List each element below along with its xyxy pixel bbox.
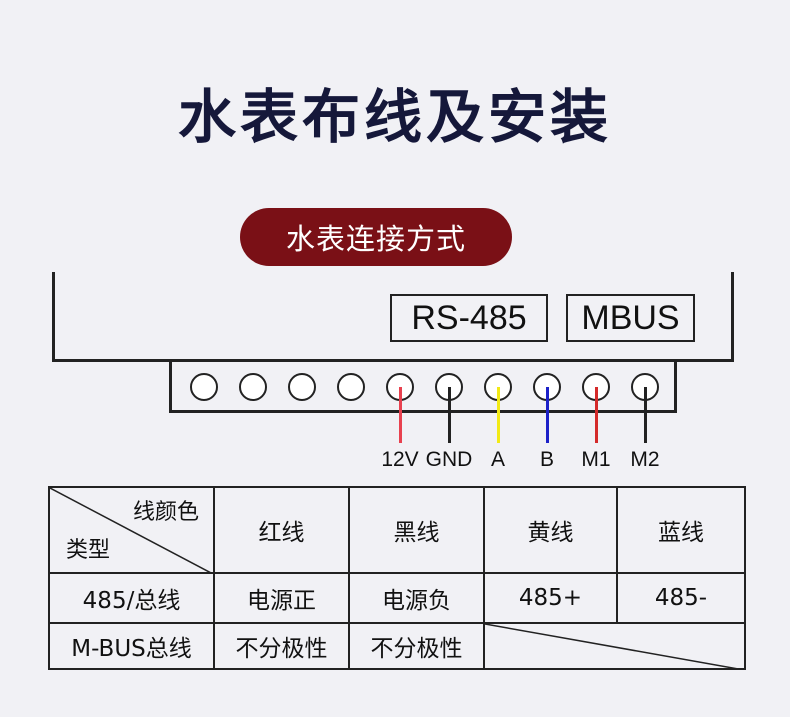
wire-m1 <box>595 387 598 443</box>
connection-method-badge: 水表连接方式 <box>240 208 512 266</box>
na-diagonal <box>485 624 744 670</box>
row-type-mbus: M-BUS总线 <box>48 622 215 670</box>
terminal-hole <box>337 373 365 401</box>
terminal-hole <box>239 373 267 401</box>
header-blue: 蓝线 <box>616 486 746 574</box>
wire-label-12v: 12V <box>381 448 419 471</box>
wire-m2 <box>644 387 647 443</box>
wire-b <box>546 387 549 443</box>
wire-12v <box>399 387 402 443</box>
cell-mbus-red: 不分极性 <box>213 622 350 670</box>
wire-label-gnd: GND <box>425 448 473 471</box>
table-corner-cell: 线颜色 类型 <box>48 486 215 574</box>
cell-485-yellow: 485+ <box>483 572 618 624</box>
corner-type-label: 类型 <box>66 538 111 563</box>
row-type-485: 485/总线 <box>48 572 215 624</box>
cell-mbus-na <box>483 622 746 670</box>
cell-485-blue: 485- <box>616 572 746 624</box>
wire-label-m2: M2 <box>630 448 660 471</box>
wire-a <box>497 387 500 443</box>
header-red: 红线 <box>213 486 350 574</box>
wire-label-b: B <box>539 448 555 471</box>
cell-485-black: 电源负 <box>348 572 485 624</box>
wire-label-a: A <box>490 448 506 471</box>
rs485-label: RS-485 <box>390 294 548 342</box>
wiring-table: 线颜色 类型 红线 黑线 黄线 蓝线 485/总线 电源正 电源负 485+ 4… <box>48 486 746 670</box>
cell-485-red: 电源正 <box>213 572 350 624</box>
header-yellow: 黄线 <box>483 486 618 574</box>
cell-mbus-black: 不分极性 <box>348 622 485 670</box>
wire-gnd <box>448 387 451 443</box>
wire-label-m1: M1 <box>581 448 611 471</box>
page-title: 水表布线及安装 <box>177 83 612 151</box>
corner-color-label: 线颜色 <box>132 500 199 525</box>
mbus-label: MBUS <box>566 294 695 342</box>
terminal-hole <box>190 373 218 401</box>
header-black: 黑线 <box>348 486 485 574</box>
corner-diagonal <box>50 488 213 574</box>
terminal-hole <box>288 373 316 401</box>
